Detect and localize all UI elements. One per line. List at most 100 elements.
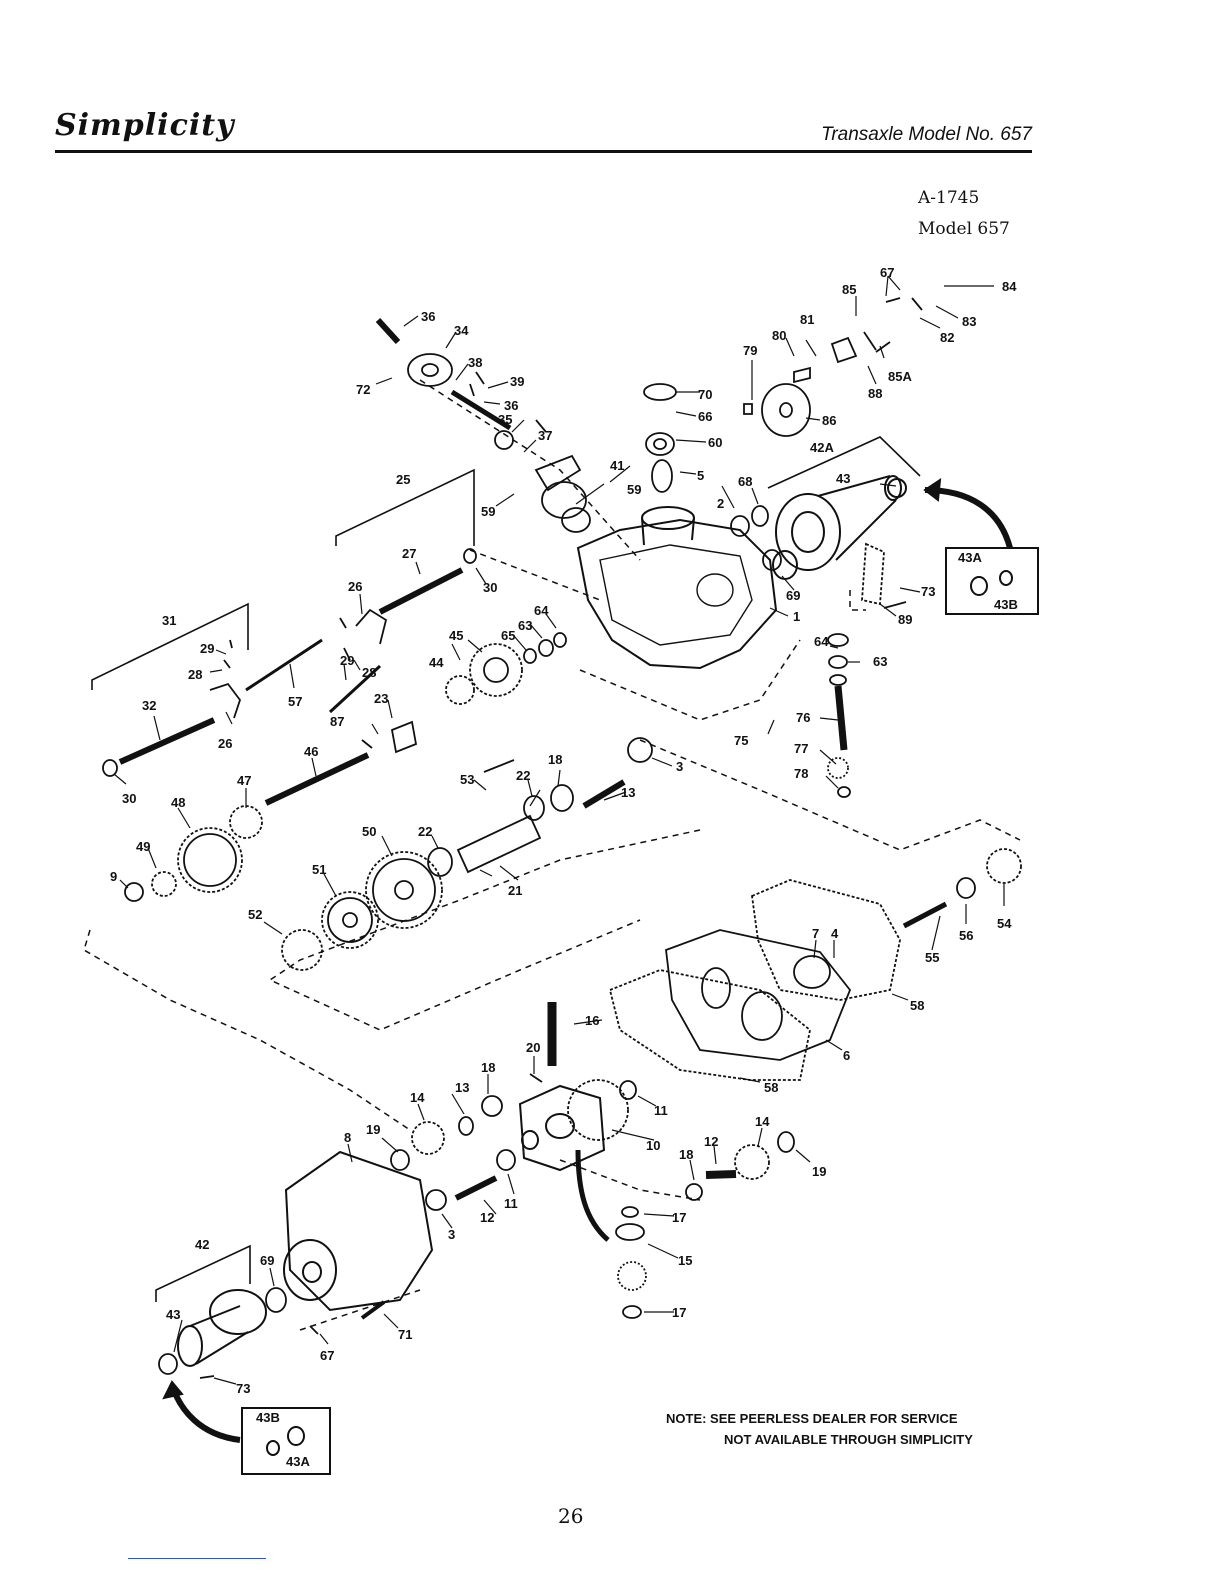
part-label-36: 36 [421,309,435,324]
part-label-45: 45 [449,628,463,643]
transaxle-case [576,506,798,670]
part-label-29: 29 [200,641,214,656]
part-label-14: 14 [755,1114,770,1129]
part-label-27: 27 [402,546,416,561]
part-label-49: 49 [136,839,150,854]
diagram-artwork [83,275,1039,1475]
part-label-35: 35 [498,412,512,427]
part-label-66: 66 [698,409,712,424]
part-label-19: 19 [812,1164,826,1179]
part-label-64: 64 [814,634,829,649]
part-label-13: 13 [455,1080,469,1095]
part-label-12: 12 [704,1134,718,1149]
part-label-22: 22 [516,768,530,783]
part-label-18: 18 [679,1147,693,1162]
part-label-17: 17 [672,1210,686,1225]
part-label-30: 30 [122,791,136,806]
part-label-43a: 43A [958,550,982,565]
page-title: Transaxle Model No. 657 [821,124,1032,145]
leader-lines [113,275,1005,1385]
part-label-85a: 85A [888,369,912,384]
part-label-17: 17 [672,1305,686,1320]
part-label-77: 77 [794,741,808,756]
part-label-13: 13 [621,785,635,800]
part-label-36: 36 [504,398,518,413]
part-label-81: 81 [800,312,814,327]
part-label-43b: 43B [256,1410,280,1425]
part-label-47: 47 [237,773,251,788]
part-label-55: 55 [925,950,939,965]
part-label-11: 11 [504,1196,518,1211]
part-label-78: 78 [794,766,808,781]
part-label-37: 37 [538,428,552,443]
part-label-63: 63 [518,618,532,633]
part-label-28: 28 [362,665,376,680]
part-label-79: 79 [743,343,757,358]
part-label-69: 69 [786,588,800,603]
part-label-51: 51 [312,862,326,877]
part-label-21: 21 [508,883,522,898]
part-label-65: 65 [501,628,515,643]
service-note-line-2: NOT AVAILABLE THROUGH SIMPLICITY [724,1432,973,1447]
footer-link-underline [128,1558,266,1559]
diagram-reference-code: A-1745 [918,188,980,208]
part-label-68: 68 [738,474,752,489]
part-label-16: 16 [585,1013,599,1028]
part-label-43: 43 [836,471,850,486]
part-label-3: 3 [448,1227,455,1242]
part-label-39: 39 [510,374,524,389]
axle-housing-upper [775,475,907,571]
part-label-44: 44 [429,655,444,670]
part-label-2: 2 [717,496,724,511]
part-label-67: 67 [320,1348,334,1363]
small-parts [199,297,923,1379]
part-label-88: 88 [868,386,882,401]
part-label-48: 48 [171,795,185,810]
part-label-89: 89 [898,612,912,627]
part-label-25: 25 [396,472,410,487]
page-number: 26 [558,1504,584,1528]
part-label-1: 1 [793,609,800,624]
washers-bearings [102,353,976,1375]
part-label-30: 30 [483,580,497,595]
part-label-67: 67 [880,265,894,280]
part-label-58: 58 [764,1080,778,1095]
arrow-differential [575,1149,610,1242]
part-label-72: 72 [356,382,370,397]
part-label-15: 15 [678,1253,692,1268]
gears [151,643,1022,1291]
part-label-10: 10 [646,1138,660,1153]
part-label-56: 56 [959,928,973,943]
part-label-69: 69 [260,1253,274,1268]
part-label-12: 12 [480,1210,494,1225]
part-label-23: 23 [374,691,388,706]
part-label-43a: 43A [286,1454,310,1469]
part-label-54: 54 [997,916,1012,931]
part-label-5: 5 [697,468,704,483]
part-label-75: 75 [734,733,748,748]
part-label-20: 20 [526,1040,540,1055]
differential-housing [518,1084,606,1172]
part-label-76: 76 [796,710,810,725]
part-label-80: 80 [772,328,786,343]
assembly-guide-lines [83,379,1021,1331]
part-label-41: 41 [610,458,624,473]
part-label-63: 63 [873,654,887,669]
service-note-line-1: NOTE: SEE PEERLESS DEALER FOR SERVICE [666,1411,958,1426]
part-label-58: 58 [910,998,924,1013]
part-label-3: 3 [676,759,683,774]
part-label-59: 59 [481,504,495,519]
part-label-31: 31 [162,613,176,628]
part-label-87: 87 [330,714,344,729]
gaskets-covers [608,879,901,1081]
part-label-19: 19 [366,1122,380,1137]
part-label-73: 73 [921,584,935,599]
callout-box-43-upper [945,547,1039,615]
part-label-6: 6 [843,1048,850,1063]
header-rule [55,150,1032,153]
part-label-42a: 42A [810,440,834,455]
part-label-59: 59 [627,482,641,497]
part-label-26: 26 [348,579,362,594]
part-label-32: 32 [142,698,156,713]
